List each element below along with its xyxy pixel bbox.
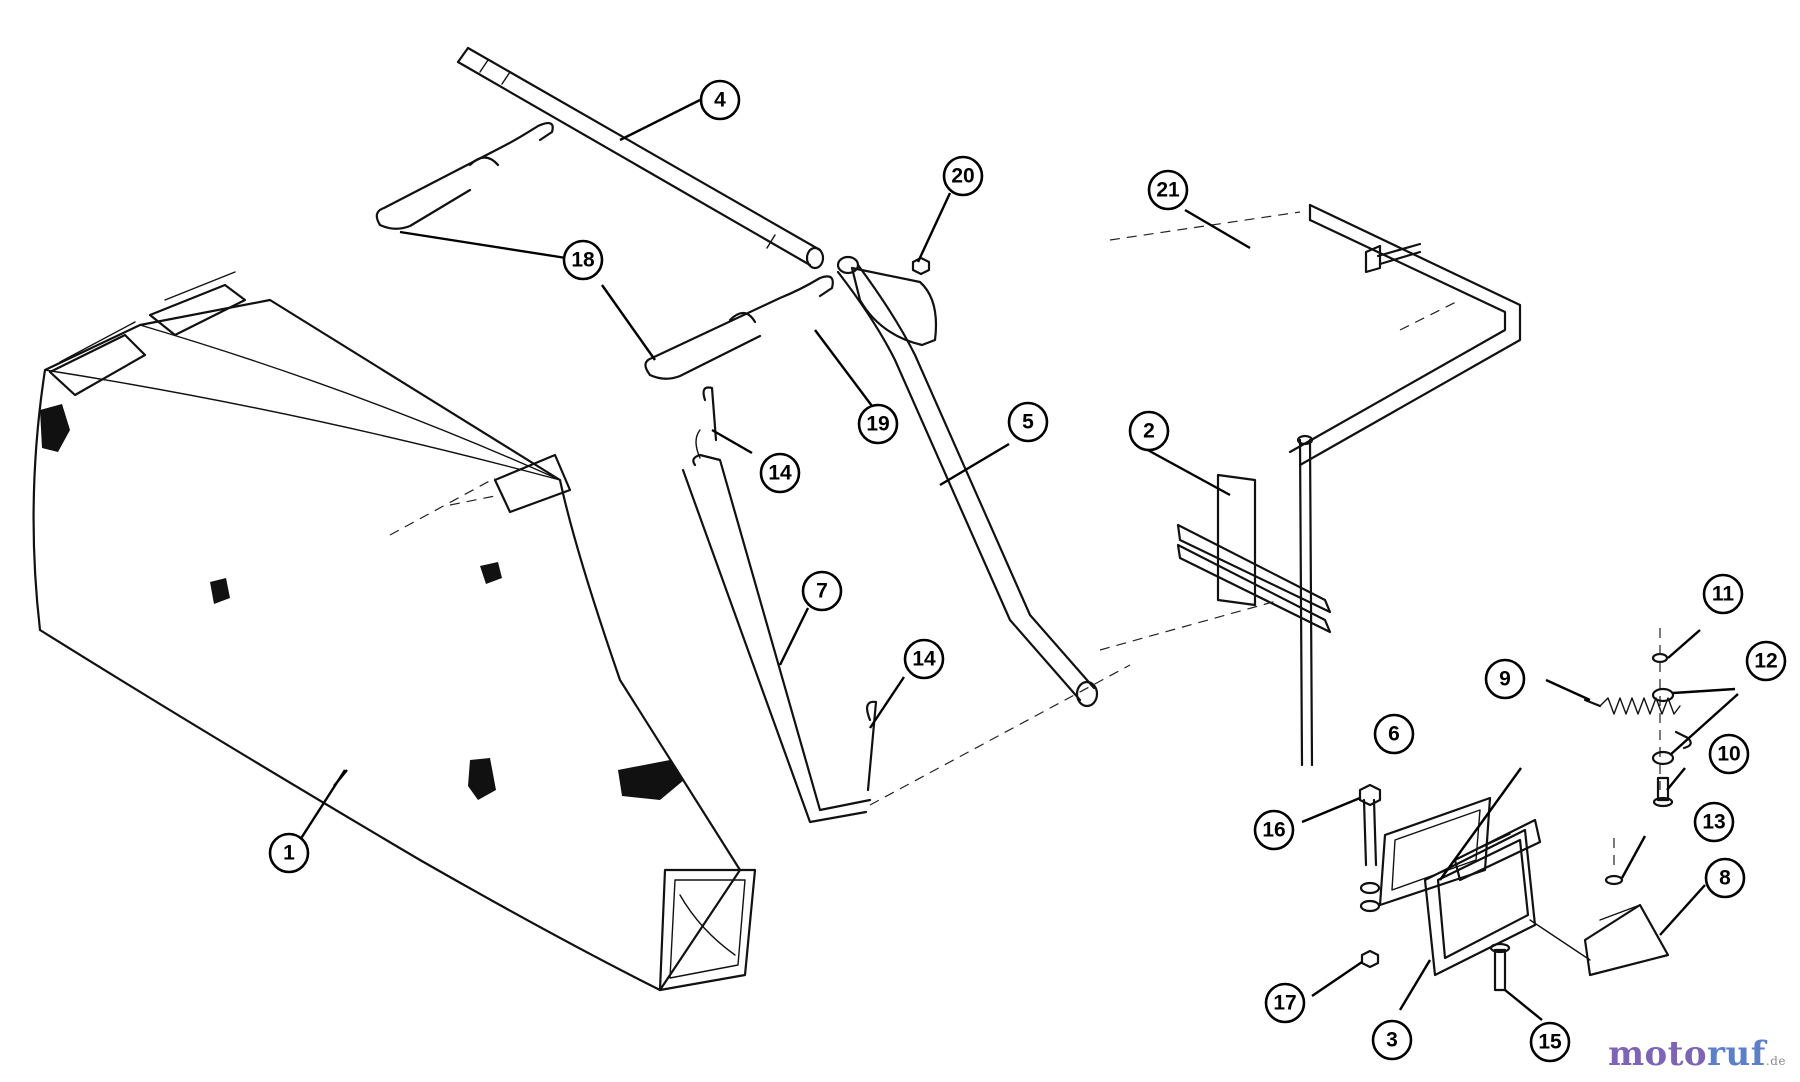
callout-9: 9: [1484, 658, 1526, 700]
callout-19: 19: [857, 403, 899, 445]
callout-2: 2: [1128, 410, 1170, 452]
callout-label: 11: [1712, 583, 1735, 606]
handle-arm-part: [836, 255, 1099, 708]
callout-label: 16: [1262, 819, 1285, 842]
callout-11: 11: [1702, 573, 1744, 615]
callout-20: 20: [942, 155, 984, 197]
callout-label: 8: [1719, 867, 1731, 890]
callout-label: 19: [866, 413, 889, 436]
watermark-logo: motoruf.de: [1608, 1034, 1786, 1074]
callout-8: 8: [1704, 857, 1746, 899]
callout-label: 20: [951, 165, 974, 188]
callout-17: 17: [1264, 982, 1306, 1024]
callout-4: 4: [699, 79, 741, 121]
callout-label: 9: [1499, 668, 1511, 691]
callout-1: 1: [268, 832, 310, 874]
callout-7: 7: [801, 570, 843, 612]
callout-21: 21: [1147, 169, 1189, 211]
watermark-suffix: .de: [1765, 1054, 1786, 1068]
callout-3: 3: [1371, 1019, 1413, 1061]
callout-label: 17: [1273, 992, 1296, 1015]
callout-label: 14: [912, 648, 936, 671]
callout-18: 18: [562, 239, 604, 281]
callout-14-upper: 14: [759, 452, 801, 494]
callout-label: 14: [768, 462, 792, 485]
callout-label: 18: [571, 249, 595, 272]
callout-label: 2: [1143, 420, 1155, 443]
callout-label: 1: [283, 842, 295, 865]
callout-6: 6: [1373, 713, 1415, 755]
callout-label: 7: [816, 580, 828, 603]
callout-label: 21: [1156, 179, 1180, 202]
callout-16: 16: [1253, 809, 1295, 851]
watermark-part2: ruf: [1707, 1034, 1766, 1074]
callout-14-lower: 14: [903, 638, 945, 680]
small-deflector-part: [1529, 903, 1670, 977]
callouts: 1 2 3 4 5 6 7 8 9 10 11 12 13 14 14 15 1…: [268, 79, 1787, 1063]
callout-10: 10: [1708, 733, 1750, 775]
callout-5: 5: [1007, 401, 1049, 443]
hardware-parts: [911, 242, 1675, 992]
callout-label: 3: [1386, 1029, 1398, 1052]
callout-label: 4: [714, 89, 726, 112]
callout-label: 6: [1388, 723, 1400, 746]
upper-tube-part: [456, 46, 825, 270]
callout-12: 12: [1745, 640, 1787, 682]
callout-13: 13: [1693, 801, 1735, 843]
callout-15: 15: [1529, 1021, 1571, 1063]
spring-part: [1583, 697, 1692, 750]
callout-label: 13: [1702, 811, 1725, 834]
callout-label: 10: [1717, 743, 1740, 766]
wire-hook-part: [375, 121, 834, 380]
callout-label: 12: [1754, 650, 1777, 673]
frame-bracket-part: [1099, 203, 1522, 767]
grass-bag-part: [32, 271, 757, 992]
watermark-part1: moto: [1608, 1034, 1708, 1074]
bag-rod-part: [681, 386, 1131, 824]
deflector-plate-part: [1378, 796, 1542, 977]
callout-label: 5: [1022, 411, 1034, 434]
leader-lines: [298, 98, 1739, 1021]
callout-label: 15: [1538, 1031, 1562, 1054]
